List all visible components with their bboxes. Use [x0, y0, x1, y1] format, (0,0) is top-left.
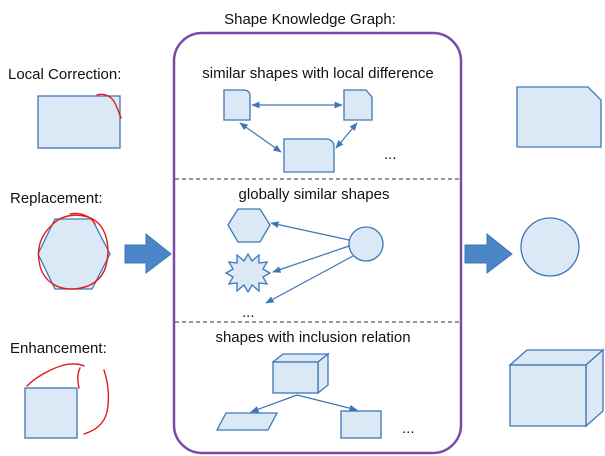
section-heading: globally similar shapes	[239, 186, 390, 203]
snipped-rectangle-icon	[516, 86, 602, 148]
graph-edge-arrow	[239, 122, 282, 153]
row-label-local-correction: Local Correction:	[8, 66, 121, 83]
section-heading: shapes with inclusion relation	[215, 329, 410, 346]
ellipsis: ...	[242, 304, 255, 321]
sketch-stroke-icon	[96, 93, 122, 119]
rectangle-icon	[37, 95, 121, 149]
section-heading: similar shapes with local difference	[202, 65, 434, 82]
big-right-arrow-icon	[464, 232, 513, 275]
ellipsis: ...	[402, 420, 415, 437]
sketch-stroke-icon	[77, 367, 81, 389]
cuboid-icon	[508, 348, 605, 428]
graph-edge-arrow	[270, 221, 350, 241]
circle-icon	[520, 217, 580, 277]
graph-edge-arrow	[250, 394, 298, 413]
rectangle-icon	[24, 387, 78, 439]
rectangle-icon	[340, 410, 382, 439]
rounded-rectangle-icon	[283, 138, 335, 173]
snipped-rectangle-icon	[343, 89, 373, 121]
rounded-rectangle-icon	[223, 89, 251, 121]
ellipsis: ...	[384, 146, 397, 163]
knowledge-graph-frame	[172, 31, 463, 455]
row-label-enhancement: Enhancement:	[10, 340, 107, 357]
sketch-stroke-icon	[37, 212, 109, 290]
circle-icon	[348, 226, 384, 262]
graph-title: Shape Knowledge Graph:	[224, 11, 396, 28]
graph-edge-arrow	[335, 122, 358, 149]
sketch-stroke-icon	[83, 369, 110, 435]
big-right-arrow-icon	[124, 232, 172, 275]
parallelogram-icon	[215, 412, 279, 431]
graph-edge-arrow	[296, 394, 358, 412]
hexagon-icon	[227, 208, 271, 243]
row-label-replacement: Replacement:	[10, 190, 103, 207]
sketch-stroke-icon	[26, 363, 85, 387]
starburst-icon	[224, 252, 272, 294]
cuboid-icon	[271, 352, 330, 395]
graph-edge-arrow	[265, 255, 354, 304]
graph-edge-arrow	[272, 245, 350, 273]
